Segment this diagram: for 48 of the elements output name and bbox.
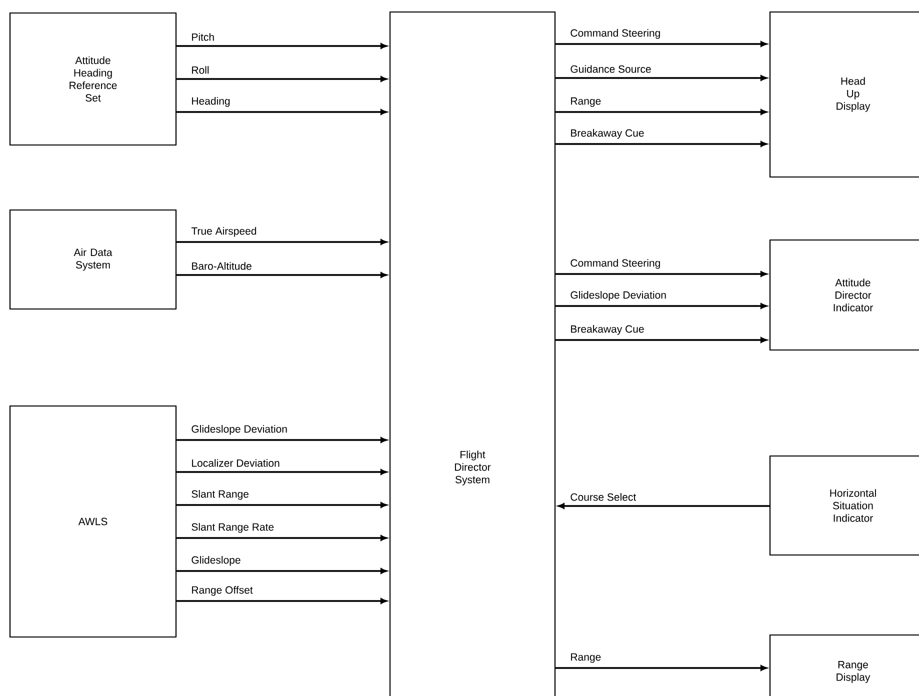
arrow [556,41,767,47]
block-box: AWLS [9,405,177,638]
arrow [176,43,387,49]
arrow [176,502,387,508]
arrow [176,598,387,604]
arrow [556,271,767,277]
edge-label: Slant Range [192,490,248,500]
edge-label: Range [571,653,601,663]
block-box: Attitude Director Indicator [769,239,919,351]
edge-label: True Airspeed [191,227,256,237]
edge-label: Course Select [570,493,636,501]
edge-label: Glideslope [192,556,240,566]
arrow [556,665,767,671]
edge-label: Glideslope Deviation [192,425,287,435]
arrow [556,141,767,147]
edge-label: Heading [192,97,230,107]
edge-label: Pitch [192,33,214,41]
edge-label: Guidance Source [570,65,651,73]
arrow [556,303,767,309]
edge-label: Slant Range Rate [192,523,274,533]
edge-label: Command Steering [570,259,660,269]
block-box: Attitude Heading Reference Set [9,12,177,146]
arrow [556,109,767,115]
arrow [176,272,387,278]
block-box: Range Display [769,634,919,696]
arrow [176,535,387,541]
edge-label: Range Offset [192,586,253,596]
edge-label: Command Steering [570,29,660,39]
arrow [556,337,767,343]
arrow [176,76,387,82]
block-box: Head Up Display [769,11,919,178]
arrow [176,109,387,115]
arrow [176,568,387,574]
block-box: Horizontal Situation Indicator [769,455,919,556]
edge-label: Roll [192,66,209,74]
edge-label: Breakaway Cue [571,325,644,335]
arrow [176,239,387,245]
edge-label: Glideslope Deviation [570,291,666,301]
edge-label: Localizer Deviation [192,459,280,467]
arrow [176,437,387,443]
arrow [176,469,387,475]
block-box: Flight Director System [389,11,556,696]
arrow [558,503,770,509]
arrow [556,75,767,81]
block-box: Air Data System [9,209,177,310]
edge-label: Range [571,97,601,107]
edge-label: Baro-Altitude [192,262,252,270]
edge-label: Breakaway Cue [571,129,644,139]
